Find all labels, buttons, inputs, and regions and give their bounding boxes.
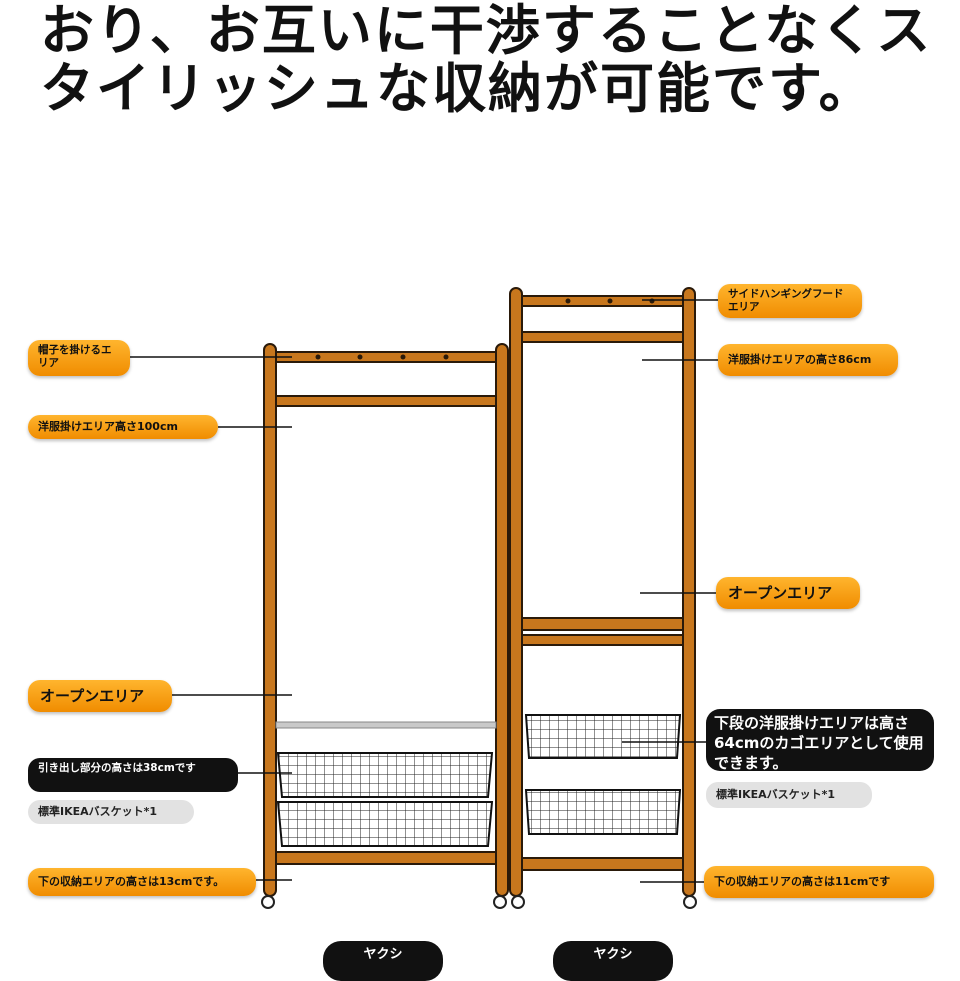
tab-yakushi-1[interactable]: ヤクシ [323, 941, 443, 981]
tab-yakushi-2[interactable]: ヤクシ [553, 941, 673, 981]
label-left-bottom-storage: 下の収納エリアの高さは13cmです。 [28, 868, 256, 896]
left-rack-hat-pegs [315, 354, 449, 360]
left-basket-lower [276, 801, 494, 847]
right-rack-post-left [509, 287, 523, 897]
left-rack-drawer-rail [275, 721, 497, 729]
left-rack-casters [261, 895, 507, 909]
left-rack-hanging-rail [275, 395, 497, 407]
label-right-hanging-height: 洋服掛けエリアの高さ86cm [718, 344, 898, 376]
right-rack-post-right [682, 287, 696, 897]
right-rack-casters [511, 895, 697, 909]
label-hat-area: 帽子を掛けるエリア [28, 340, 130, 376]
right-rack-bottom-shelf [521, 857, 684, 871]
label-right-ikea-basket: 標準IKEAバスケット*1 [706, 782, 872, 808]
label-right-open-area: オープンエリア [716, 577, 860, 609]
left-rack-baskets [276, 752, 494, 847]
left-rack-bottom-shelf [275, 851, 497, 865]
right-rack-lower-rail [521, 634, 684, 646]
right-basket-lower [524, 789, 682, 835]
label-left-hanging-height: 洋服掛けエリア高さ100cm [28, 415, 218, 439]
right-rack-hanging-rail [521, 331, 684, 343]
label-side-hanging-hood: サイドハンギングフードエリア [718, 284, 862, 318]
label-right-bottom-storage: 下の収納エリアの高さは11cmです [704, 866, 934, 898]
headline-line-1: おり、お互いに干渉することなくス [40, 0, 933, 62]
label-left-open-area: オープンエリア [28, 680, 172, 712]
label-lower-hanging-basket: 下段の洋服掛けエリアは高さ64cmのカゴエリアとして使用できます。 [706, 709, 934, 771]
leader-lines [130, 299, 720, 883]
right-basket-upper [524, 714, 682, 759]
headline: おり、お互いに干渉することなくス タイリッシュな収納が可能です。 [40, 0, 940, 118]
label-left-drawer-height: 引き出し部分の高さは38cmです [28, 758, 238, 792]
right-rack-top-rail [521, 295, 684, 307]
left-rack-top-rail [275, 351, 497, 363]
right-rack-baskets [524, 714, 682, 835]
clothes-rack-illustration [130, 287, 720, 909]
right-rack-middle-shelf [521, 617, 684, 631]
headline-line-2: タイリッシュな収納が可能です。 [40, 57, 875, 120]
label-left-ikea-basket: 標準IKEAバスケット*1 [28, 800, 194, 824]
left-rack-post-right [495, 343, 509, 897]
left-basket-upper [276, 752, 494, 798]
